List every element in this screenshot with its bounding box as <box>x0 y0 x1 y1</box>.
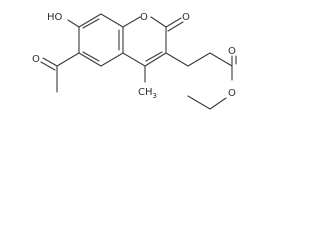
bond-o-ethyl <box>209 97 227 110</box>
bond-c5-c6-inner <box>82 51 100 62</box>
bond-c4-c4a <box>122 52 146 67</box>
carbonyl-oxygen-label: O <box>182 12 190 23</box>
methyl-label: CH3 <box>138 87 157 100</box>
bond-c5-c6 <box>78 52 102 67</box>
bond-acetyl-o-double-b <box>40 61 56 71</box>
structure-diagram: HO O O O O O CH3 <box>0 0 292 129</box>
ring-oxygen-label: O <box>140 12 148 23</box>
bond-ch2-ch2 <box>187 52 211 67</box>
bond-c3-ch2 <box>165 52 189 67</box>
ester-oxygen-label: O <box>228 88 236 99</box>
bond-c6-acetyl <box>56 52 80 67</box>
methyl-subscript: 3 <box>153 92 157 100</box>
bond-c3-c4-inner <box>145 51 163 62</box>
bond-c2-o-double-b <box>167 21 184 32</box>
bond-c3-c4 <box>144 52 167 67</box>
ester-carbonyl-oxygen-label: O <box>228 46 236 57</box>
bond-ch2-ester-c <box>209 52 233 67</box>
bond-acetyl-o-double-a <box>42 57 58 67</box>
bond-c7-oh <box>67 19 80 28</box>
bond-ethyl-ch3 <box>187 95 211 110</box>
hydroxyl-label: HO <box>47 12 63 23</box>
bond-c2-o-double-a <box>165 17 182 28</box>
bond-c8a-o1 <box>122 16 141 28</box>
bond-c4a-c5 <box>100 52 124 67</box>
acetyl-oxygen-label: O <box>32 54 40 65</box>
bond-o1-c2 <box>150 16 167 28</box>
bond-c7-c8 <box>78 13 102 28</box>
bond-c7-c8-inner <box>82 18 100 29</box>
bond-c8-c8a <box>100 13 124 28</box>
molecule-structure: HO O O O O O CH3 <box>32 12 237 110</box>
methyl-text: CH <box>138 87 153 98</box>
